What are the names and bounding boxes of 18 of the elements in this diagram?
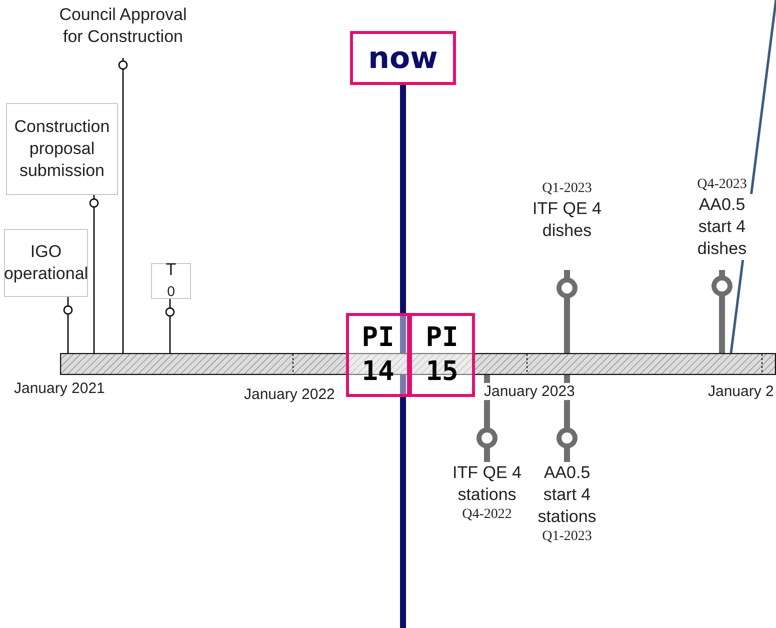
milestone-pin xyxy=(118,58,128,353)
milestone-box: Construction proposal submission xyxy=(6,103,118,195)
date-label: January 2023 xyxy=(484,383,575,400)
marker-line xyxy=(400,85,406,628)
milestone-pin xyxy=(476,375,498,462)
milestone-pin xyxy=(556,270,578,353)
increment-box: PI 14 xyxy=(346,313,410,397)
increment-box: PI 15 xyxy=(409,313,475,397)
milestone-pin xyxy=(165,299,175,353)
milestone-pin xyxy=(89,195,99,353)
date-label: January 2 xyxy=(708,383,774,400)
date-label: January 2021 xyxy=(14,380,105,397)
milestone-box: IGO operational xyxy=(4,229,88,297)
now-marker-box: now xyxy=(350,31,456,85)
milestone-pin xyxy=(556,375,578,462)
milestone-pin xyxy=(63,297,73,353)
date-label: January 2022 xyxy=(244,386,335,403)
milestone-pin xyxy=(712,270,732,353)
